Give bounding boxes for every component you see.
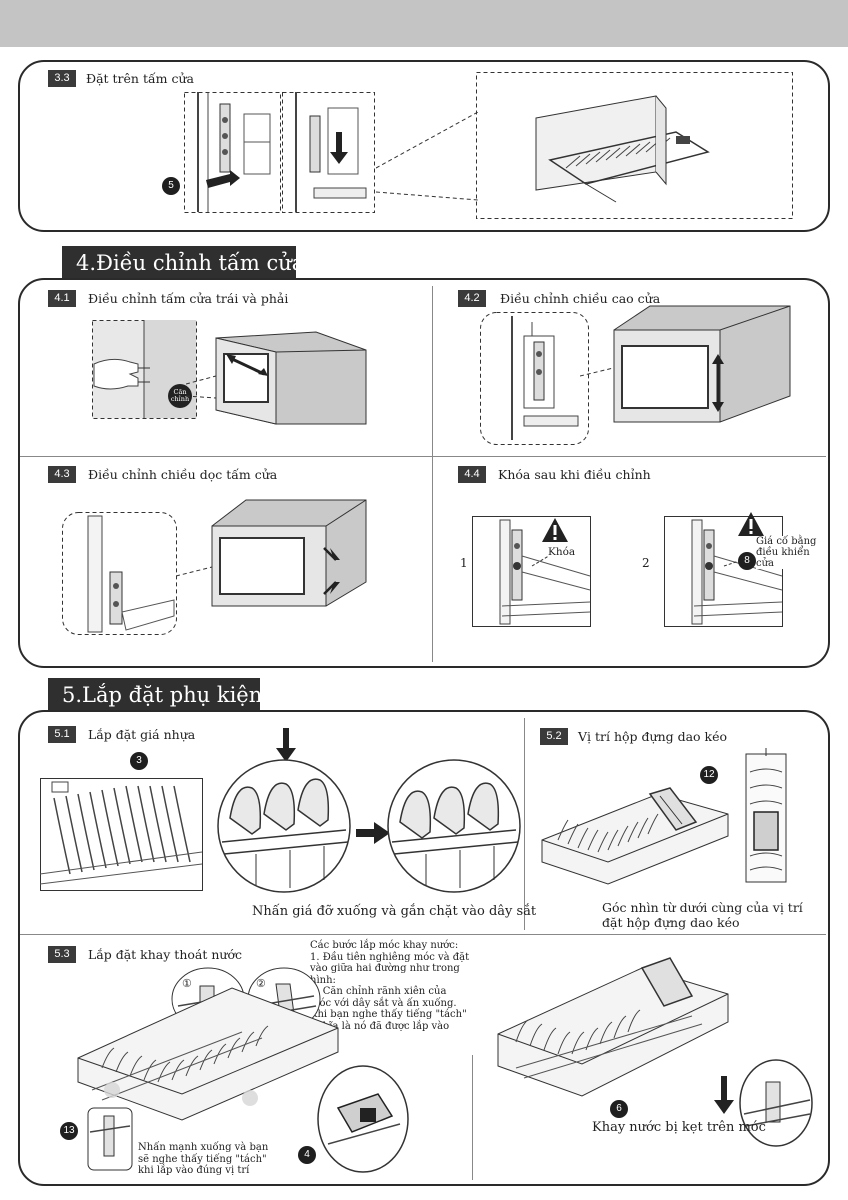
arrow-right-icon [356, 822, 390, 844]
badge-5: 5 [162, 177, 180, 195]
align-badge-label: Căn chỉnh [170, 388, 190, 403]
caption-5-1: Nhấn giá đỡ xuống và gắn chặt vào dây sắ… [252, 904, 537, 919]
title-5-1: Lắp đặt giá nhựa [88, 727, 196, 742]
step-line-0: Các bước lắp móc khay nước: [310, 940, 459, 951]
panel-section-5: 5.1 Lắp đặt giá nhựa 3 [18, 710, 830, 1186]
press-note-line-1: Nhấn mạnh xuống và bạn [138, 1142, 269, 1153]
step-1-label: 1 [460, 556, 468, 570]
badge-6: 6 [610, 1100, 628, 1118]
step-line-1: 1. Đầu tiên nghiêng móc và đặt [310, 951, 470, 963]
title-3-3: Đặt trên tấm cửa [86, 71, 194, 86]
tag-4-3: 4.3 [48, 466, 76, 483]
caption-5-2-line-2: đặt hộp đựng dao kéo [602, 915, 740, 930]
marker-1: ① [182, 977, 192, 990]
depth-hinge-illustration [62, 512, 177, 635]
section-5-divider-v-top [524, 718, 525, 930]
control-note-line-3: cửa [756, 558, 775, 569]
basket-door-illustration [476, 72, 793, 219]
title-4-3: Điều chỉnh chiều dọc tấm cửa [88, 467, 278, 482]
badge-8: 8 [738, 552, 756, 570]
rack-closeup-before [217, 759, 351, 893]
caption-5-3: Khay nước bị kẹt trên móc [592, 1120, 766, 1135]
section-4-header: 4.Điều chỉnh tấm cửa [62, 246, 304, 280]
section-5-divider-v-bottom [472, 940, 473, 1180]
height-hinge-illustration [480, 312, 589, 445]
step-line-2: vào giữa hai đường như trong [310, 963, 460, 974]
tag-5-1: 5.1 [48, 726, 76, 743]
control-note-line-2: điều khiển [756, 547, 810, 558]
plastic-rack-illustration [40, 778, 203, 891]
cutlery-bottom-view [745, 748, 787, 883]
lock-label: Khóa [548, 546, 576, 558]
section-5-divider-h [20, 934, 826, 935]
hook-press-closeup [87, 1107, 133, 1171]
warning-icon-2 [738, 512, 764, 536]
press-note-line-3: khi lắp vào đúng vị trí [138, 1165, 250, 1176]
press-down-arrow-icon [276, 728, 296, 762]
marker-2: ② [256, 977, 266, 990]
control-note: Giá cố bằng điều khiển cửa [756, 536, 817, 569]
control-note-line-1: Giá cố bằng [756, 536, 817, 547]
rack-closeup-after [387, 759, 521, 893]
step-line-5: móc với dây sắt và ấn xuống. [310, 997, 457, 1009]
step-line-4: 2. Căn chỉnh rãnh xiên của [310, 986, 447, 997]
tag-4-1: 4.1 [48, 290, 76, 307]
press-note: Nhấn mạnh xuống và bạn sẽ nghe thấy tiến… [138, 1142, 269, 1177]
cabinet-lateral-illustration [186, 331, 367, 425]
tag-4-4: 4.4 [458, 466, 486, 483]
title-4-1: Điều chỉnh tấm cửa trái và phải [88, 291, 289, 306]
title-5-3: Lắp đặt khay thoát nước [88, 947, 242, 962]
step-line-3: hình: [310, 974, 336, 986]
drip-tray-steps: Các bước lắp móc khay nước: 1. Đầu tiên … [310, 940, 478, 1055]
tray-down-arrow-icon [714, 1076, 734, 1114]
badge-4: 4 [298, 1146, 316, 1164]
tag-5-3: 5.3 [48, 946, 76, 963]
badge-13: 13 [60, 1122, 78, 1140]
warning-icon-1 [542, 518, 568, 542]
title-4-4: Khóa sau khi điều chỉnh [498, 467, 651, 482]
panel-3-3: 3.3 Đặt trên tấm cửa 5 [18, 60, 830, 232]
drip-tray-installed-illustration [497, 957, 729, 1097]
cabinet-height-illustration [580, 305, 791, 423]
clip-closeup [317, 1065, 409, 1173]
panel-section-4: 4.1 Điều chỉnh tấm cửa trái và phải Căn … [18, 278, 830, 668]
caption-5-2-line-1: Góc nhìn từ dưới cùng của vị trí [602, 900, 803, 915]
top-bar [0, 0, 848, 47]
zoom-connector [376, 112, 479, 201]
section-5-header: 5.Lắp đặt phụ kiện [48, 678, 262, 712]
lock-illustration-2 [664, 516, 783, 627]
section-4-divider-v [432, 286, 433, 662]
section-4-divider-h [20, 456, 826, 457]
caption-5-2: Góc nhìn từ dưới cùng của vị trí đặt hộp… [602, 900, 803, 930]
step-line-6: Khi bạn nghe thấy tiếng "tách" [310, 1009, 467, 1020]
cutlery-basket-illustration [541, 787, 729, 885]
drip-tray-basket-illustration [77, 987, 339, 1121]
title-4-2: Điều chỉnh chiều cao cửa [500, 291, 661, 306]
badge-12: 12 [700, 766, 718, 784]
title-5-2: Vị trí hộp đựng dao kéo [578, 729, 728, 744]
step-2-label: 2 [642, 556, 650, 570]
door-mount-illustration [184, 92, 375, 213]
press-note-line-2: sẽ nghe thấy tiếng "tách" [138, 1153, 267, 1165]
tag-3-3: 3.3 [48, 70, 76, 87]
badge-3: 3 [130, 752, 148, 770]
lock-illustration-1 [472, 516, 591, 627]
tag-5-2: 5.2 [540, 728, 568, 745]
cabinet-depth-illustration [176, 499, 367, 607]
tray-hook-closeup [739, 1059, 813, 1147]
tag-4-2: 4.2 [458, 290, 486, 307]
